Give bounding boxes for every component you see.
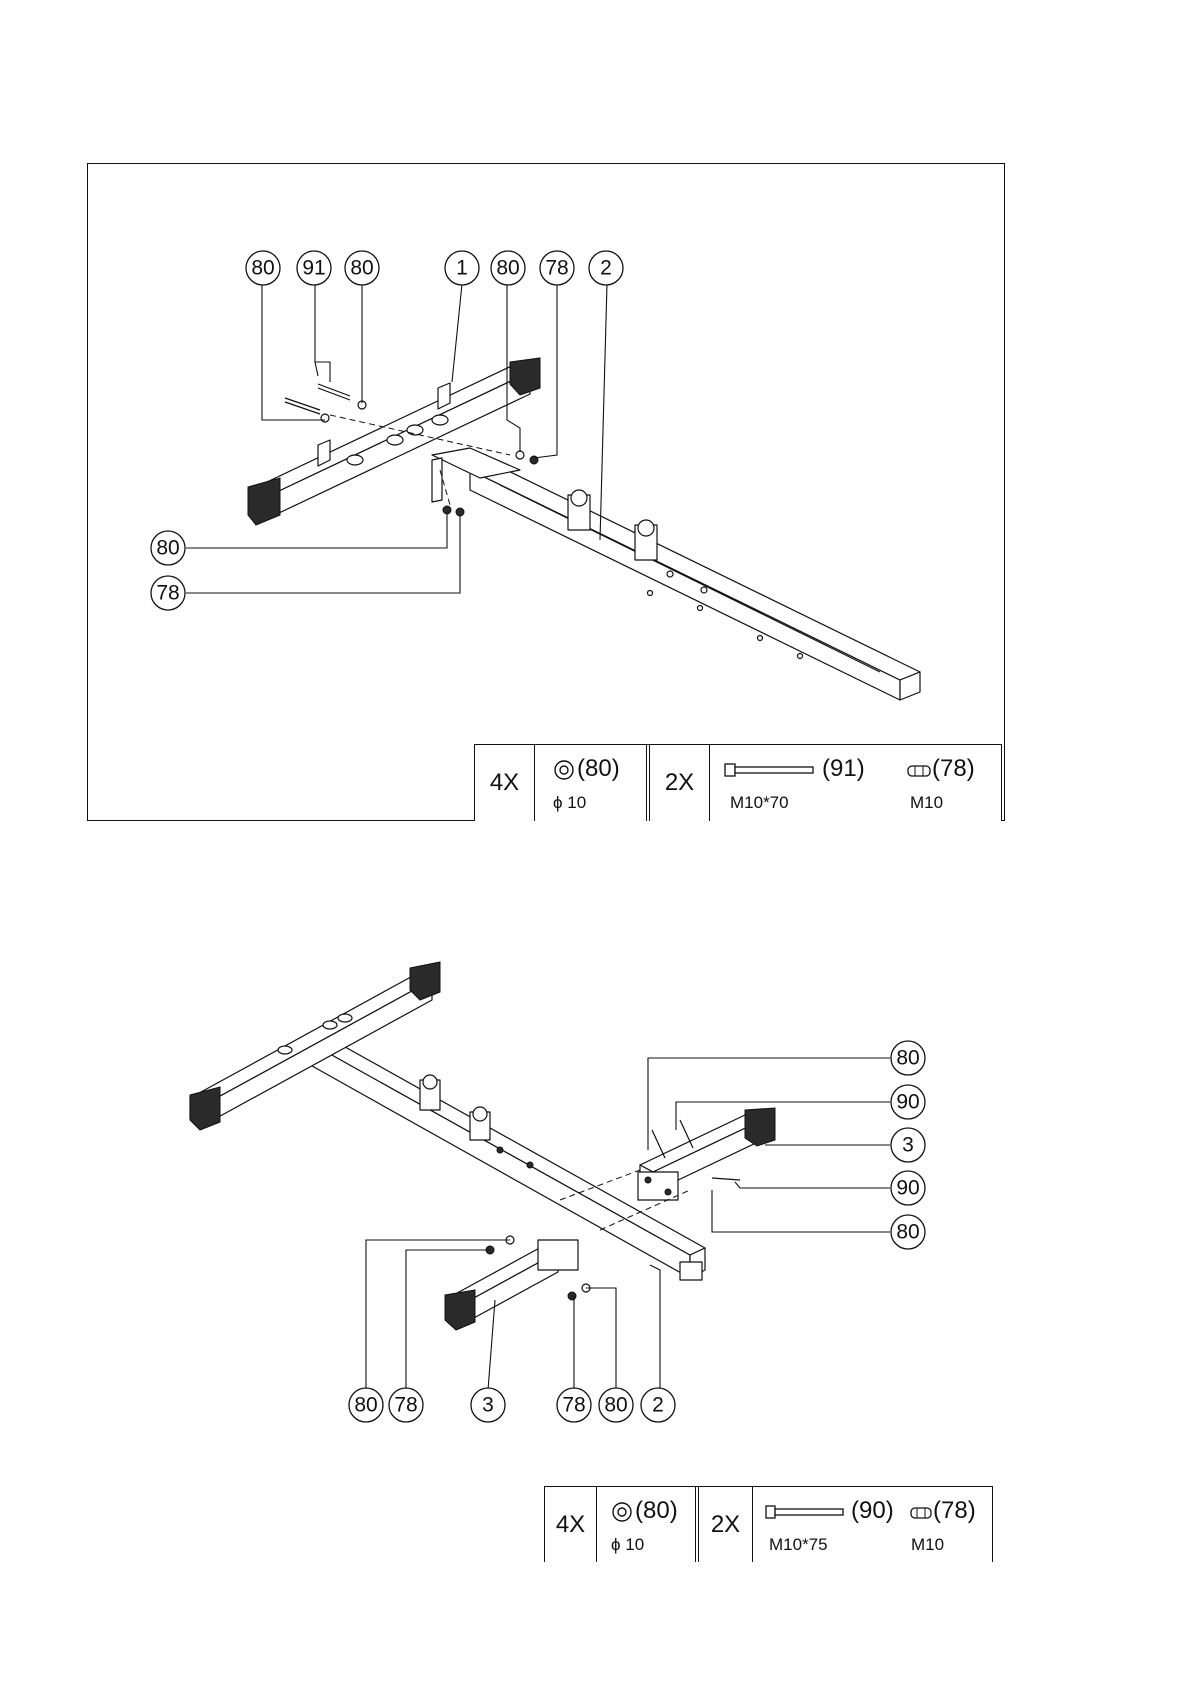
svg-text:80: 80	[896, 1047, 919, 1070]
svg-text:80: 80	[354, 1394, 377, 1417]
step2-parts-table: 4X (80) ϕ 10 2X (90) M10*75 (78) M10	[544, 1486, 993, 1562]
svg-text:78: 78	[545, 257, 568, 280]
callout2-80-j: 80	[599, 1388, 633, 1422]
bolt-nut-cell: (91) M10*70 (78) M10	[710, 745, 1002, 821]
callout2-90-b: 90	[891, 1085, 925, 1119]
nut-ref-2: (78)	[933, 1497, 976, 1525]
callout-80-e: 80	[491, 251, 525, 285]
callout-80-c: 80	[345, 251, 379, 285]
svg-text:80: 80	[896, 1221, 919, 1244]
callout2-2-k: 2	[641, 1388, 675, 1422]
svg-text:78: 78	[394, 1394, 417, 1417]
callout2-90-d: 90	[891, 1171, 925, 1205]
washer-cell-2: (80) ϕ 10	[597, 1487, 699, 1562]
callout-1: 1	[445, 251, 479, 285]
svg-text:80: 80	[604, 1394, 627, 1417]
svg-text:90: 90	[896, 1091, 919, 1114]
callout2-3-c: 3	[891, 1128, 925, 1162]
bolt-icon	[765, 1503, 845, 1521]
step1-parts-table: 4X (80) ϕ 10 2X (91) M10*70 (78) M10	[474, 744, 1002, 821]
washer-cell: (80) ϕ 10	[535, 745, 650, 821]
nut-icon	[906, 763, 932, 779]
callout-91: 91	[297, 251, 331, 285]
svg-text:80: 80	[251, 257, 274, 280]
washer-spec-2: ϕ 10	[611, 1535, 644, 1555]
callout-78-f: 78	[540, 251, 574, 285]
washer-icon	[553, 759, 575, 781]
nut-icon	[909, 1505, 933, 1521]
callout2-80-a: 80	[891, 1041, 925, 1075]
bolt-qty: 2X	[650, 745, 710, 821]
part-3-rear-stabilizer-right	[638, 1108, 775, 1200]
svg-text:2: 2	[600, 257, 612, 280]
svg-text:80: 80	[156, 537, 179, 560]
bolt-spec: M10*70	[730, 793, 789, 813]
callout2-78-g: 78	[389, 1388, 423, 1422]
nut-spec: M10	[910, 793, 943, 813]
callout-80-h: 80	[151, 531, 185, 565]
nut-spec-2: M10	[911, 1535, 944, 1555]
callout2-78-i: 78	[557, 1388, 591, 1422]
bolt-qty-2: 2X	[699, 1487, 753, 1562]
washer-ref: (80)	[577, 755, 620, 783]
bolt-ref-2: (90)	[851, 1497, 894, 1525]
washer-qty: 4X	[475, 745, 535, 821]
callout2-80-e: 80	[891, 1215, 925, 1249]
bolt-icon	[724, 761, 816, 779]
callout-80-a: 80	[246, 251, 280, 285]
svg-text:80: 80	[496, 257, 519, 280]
svg-text:91: 91	[302, 257, 325, 280]
svg-text:78: 78	[156, 582, 179, 605]
callout2-3-h: 3	[471, 1388, 505, 1422]
callout-2: 2	[589, 251, 623, 285]
bolt-ref: (91)	[822, 755, 865, 783]
bolt-nut-cell-2: (90) M10*75 (78) M10	[753, 1487, 993, 1562]
callout-78-i: 78	[151, 576, 185, 610]
svg-text:90: 90	[896, 1177, 919, 1200]
svg-text:2: 2	[652, 1394, 664, 1417]
washer-icon	[611, 1501, 633, 1523]
nut-ref: (78)	[932, 755, 975, 783]
part-3-rear-stabilizer-left	[445, 1240, 578, 1330]
washer-ref-2: (80)	[635, 1497, 678, 1525]
svg-text:78: 78	[562, 1394, 585, 1417]
svg-text:3: 3	[482, 1394, 494, 1417]
svg-text:1: 1	[456, 257, 468, 280]
washer-qty-2: 4X	[545, 1487, 597, 1562]
svg-text:80: 80	[350, 257, 373, 280]
washer-spec: ϕ 10	[553, 793, 586, 813]
step1-diagram: 80 91 80 1 80 78 2 80 78	[151, 251, 920, 700]
callout2-80-f: 80	[349, 1388, 383, 1422]
part-2-main-frame-tube-step2	[305, 1033, 705, 1280]
step2-diagram: 80 90 3 90 80 80 78 3 78 80 2	[190, 962, 925, 1422]
bolt-spec-2: M10*75	[769, 1535, 828, 1555]
part-2-main-frame-tube	[432, 448, 920, 700]
svg-text:3: 3	[902, 1134, 914, 1157]
